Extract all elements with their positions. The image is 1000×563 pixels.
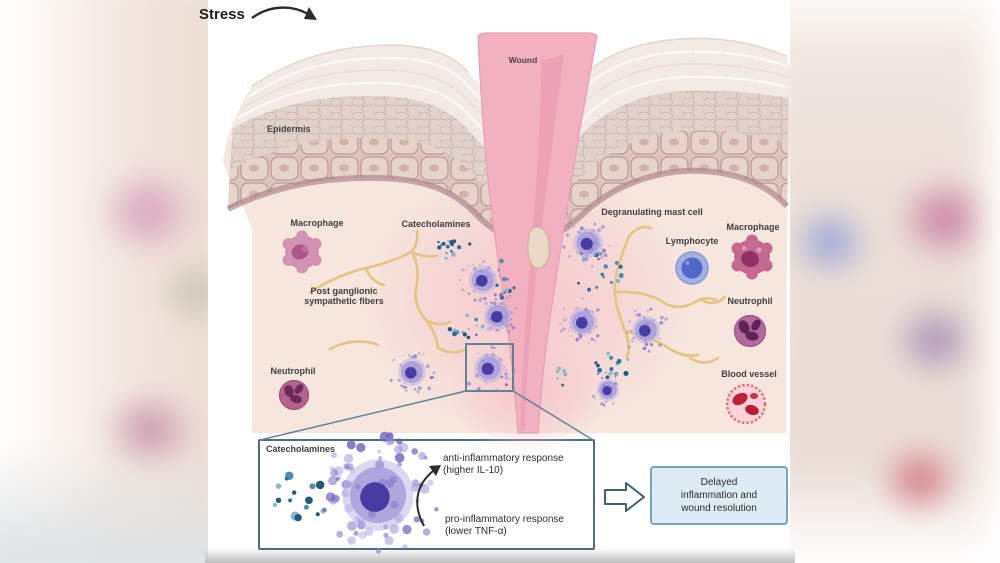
lymphocyte-cell xyxy=(675,251,709,285)
wound-funnel xyxy=(477,32,598,434)
skin-cross-section xyxy=(223,37,791,455)
outcome-box: Delayed inflammation and wound resolutio… xyxy=(650,466,788,525)
mast-cell xyxy=(625,307,668,353)
epidermis-label: Epidermis xyxy=(267,124,311,134)
wound-glow-lower xyxy=(450,335,606,455)
blurred-left-margin xyxy=(0,0,208,563)
wound-glow xyxy=(363,165,693,435)
macrophage-right-label: Macrophage xyxy=(726,222,780,232)
catecholamine-dot-cluster xyxy=(447,313,485,340)
blood-vessel-cell xyxy=(725,383,767,425)
lymphocyte-label: Lymphocyte xyxy=(665,236,719,246)
zoom-box xyxy=(465,343,514,392)
inset-catecholamines-label: Catecholamines xyxy=(266,444,336,454)
basal-membrane xyxy=(226,167,790,246)
post-ganglionic-line2: sympathetic fibers xyxy=(304,296,384,306)
degranulating-mast-cell-label: Degranulating mast cell xyxy=(601,207,703,217)
mast-cell xyxy=(459,260,510,302)
mast-cell xyxy=(389,352,436,394)
stress-arrow xyxy=(251,6,317,20)
epidermis-upper-texture xyxy=(230,90,789,205)
mast-cell xyxy=(591,370,620,407)
mast-cell xyxy=(562,222,611,268)
catecholamine-dot-cluster xyxy=(594,351,630,380)
anti-line2: (higher IL-10) xyxy=(443,465,504,476)
epidermis-upper xyxy=(230,90,789,205)
wound-inner-streak xyxy=(520,54,564,430)
anti-inflammatory-label: anti-inflammatory response (higher IL-10… xyxy=(443,453,564,477)
outcome-line1: Delayed xyxy=(700,477,738,488)
zoom-connector-left xyxy=(259,390,467,441)
catecholamine-dot-cluster xyxy=(437,239,472,260)
outcome-block-arrow xyxy=(604,482,645,512)
anti-line1: anti-inflammatory response xyxy=(443,453,564,464)
catecholamine-dot-cluster xyxy=(495,258,516,300)
outcome-line2: inflammation and xyxy=(680,490,758,501)
outcome-line3: wound resolution xyxy=(681,503,757,514)
mast-cell xyxy=(475,292,517,334)
wound-scab-flap xyxy=(527,226,550,269)
stress-label: Stress xyxy=(199,6,245,23)
blurred-right-margin xyxy=(790,0,1000,563)
macrophage-left-cell xyxy=(282,230,322,274)
post-ganglionic-fibers-label: Post ganglionic sympathetic fibers xyxy=(304,286,384,306)
neutrophil-left-label: Neutrophil xyxy=(270,366,316,376)
catecholamine-dot-cluster xyxy=(555,366,568,387)
neutrophil-right-cell xyxy=(733,314,767,348)
pro-line2: (lower TNF-α) xyxy=(445,526,507,537)
pro-line1: pro-inflammatory response xyxy=(445,514,564,525)
catecholamines-label: Catecholamines xyxy=(401,219,471,229)
blood-vessel-label: Blood vessel xyxy=(721,369,777,379)
wound-shape xyxy=(477,32,598,434)
zoom-connector-right xyxy=(512,390,594,441)
neutrophil-left-cell xyxy=(278,379,310,411)
zoom-selection xyxy=(259,343,594,441)
wound-label: Wound xyxy=(508,55,538,65)
catecholamine-dot-cluster xyxy=(577,243,624,292)
mast-cell xyxy=(559,297,600,344)
macrophage-left-label: Macrophage xyxy=(290,218,344,228)
pro-inflammatory-label: pro-inflammatory response (lower TNF-α) xyxy=(445,514,564,538)
macrophage-right-cell xyxy=(731,234,773,280)
neutrophil-right-label: Neutrophil xyxy=(727,296,773,306)
mast-cell xyxy=(467,345,517,391)
post-ganglionic-line1: Post ganglionic xyxy=(310,286,378,296)
bottom-gray-strip xyxy=(205,548,795,563)
